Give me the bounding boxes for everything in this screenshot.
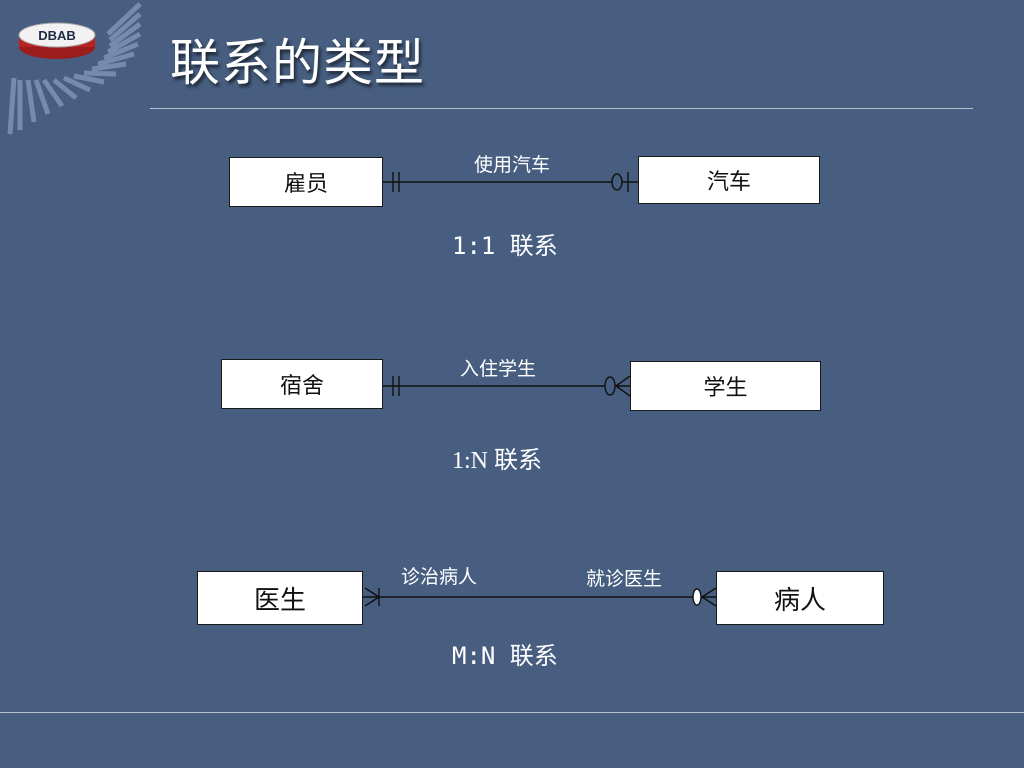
entity-employee: 雇员 (229, 157, 383, 207)
page-title: 联系的类型 (170, 34, 425, 92)
entity-doctor: 医生 (197, 571, 363, 625)
crowfoot-doctor-top (364, 587, 380, 598)
crowfoot-patient-top (701, 587, 717, 598)
relationship-label-sees-doctor: 就诊医生 (586, 568, 663, 590)
relationship-label-houses-student: 入住学生 (460, 358, 537, 380)
crowfoot-student-bottom (615, 385, 631, 397)
entity-car: 汽车 (638, 156, 820, 204)
cardinality-caption-one-to-many: 1:N 联系 (452, 448, 542, 474)
logo-text: DBAB (38, 28, 76, 43)
crowfoot-doctor-bottom (364, 596, 380, 607)
cardinality-caption-one-to-one: 1:1 联系 (452, 232, 558, 260)
zero-mark-patient (692, 588, 702, 606)
relationship-label-treats-patient: 诊治病人 (401, 566, 478, 588)
cardinality-caption-many-to-many: M:N 联系 (452, 642, 558, 670)
crowfoot-patient-bottom (701, 596, 717, 607)
zero-mark-right (611, 173, 623, 191)
logo-graphic: DBAB (7, 2, 142, 135)
zero-mark-student (604, 376, 616, 396)
relationship-label-uses-car: 使用汽车 (474, 154, 551, 176)
entity-dormitory: 宿舍 (221, 359, 383, 409)
footer-divider (0, 712, 1024, 713)
title-divider (150, 108, 973, 109)
dbab-logo: DBAB (0, 0, 150, 140)
entity-student: 学生 (630, 361, 821, 411)
crowfoot-student-top (615, 375, 631, 387)
entity-patient: 病人 (716, 571, 884, 625)
